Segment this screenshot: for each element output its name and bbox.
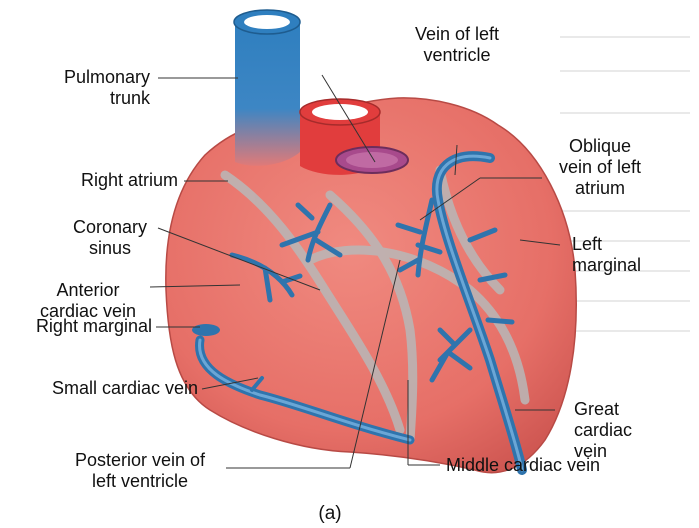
label-coronary-sinus: Coronary sinus (58, 217, 162, 259)
label-right-atrium: Right atrium (10, 170, 178, 191)
label-vein-left-ventricle: Vein of left ventricle (398, 24, 516, 66)
pulmonary-trunk-vessel (234, 10, 300, 166)
label-pulmonary-trunk: Pulmonary trunk (10, 67, 150, 109)
label-oblique-vein-left-atrium: Oblique vein of left atrium (545, 136, 655, 199)
figure-caption: (a) (300, 503, 360, 524)
label-small-cardiac-vein: Small cardiac vein (30, 378, 198, 399)
label-left-marginal: Left marginal (572, 234, 682, 276)
label-great-cardiac-vein: Great cardiac vein (574, 399, 674, 462)
label-right-marginal: Right marginal (6, 316, 152, 337)
label-posterior-vein-left-ventricle: Posterior vein of left ventricle (56, 450, 224, 492)
label-middle-cardiac-vein: Middle cardiac vein (446, 455, 646, 476)
